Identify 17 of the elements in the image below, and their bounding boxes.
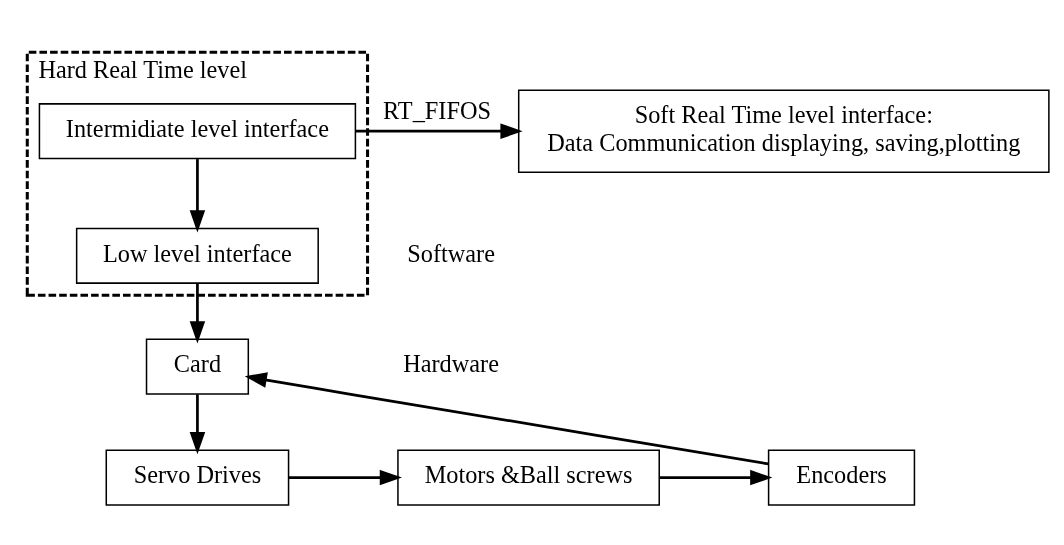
arrow	[659, 469, 773, 486]
arrow	[288, 469, 402, 486]
label: Software	[407, 239, 495, 267]
arrow	[189, 283, 206, 344]
node-box: Soft Real Time level interface: Data Communication displaying, saving,plotting	[517, 89, 1050, 173]
node-box: Encoders	[767, 449, 916, 506]
arrow	[355, 123, 523, 139]
node-box: Motors &Ball screws	[397, 449, 660, 506]
arrow	[189, 159, 206, 233]
node-box: Servo Drives	[105, 449, 290, 506]
node-box: Low level interface	[75, 227, 319, 284]
label: Hardware	[403, 350, 499, 378]
node-box: Card	[145, 338, 250, 395]
arrow	[189, 394, 206, 455]
arrow	[244, 372, 769, 466]
node-box: Intermidiate level interface	[38, 103, 357, 160]
edge-label: RT_FIFOS	[383, 96, 492, 124]
